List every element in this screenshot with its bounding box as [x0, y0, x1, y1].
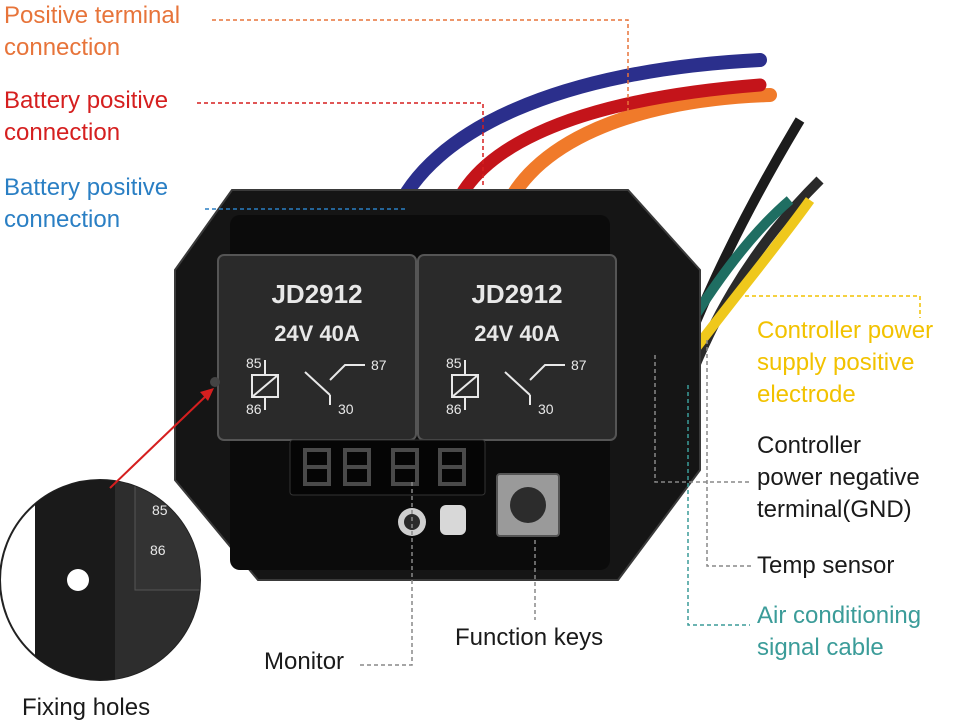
label-controller-power-positive: Controller power supply positive electro… [757, 317, 934, 408]
relay-2-pin-87: 87 [571, 357, 587, 373]
housing-fixing-hole [210, 377, 220, 387]
label-function-keys: Function keys [455, 624, 604, 651]
leader-monitor [358, 482, 413, 666]
capacitors [398, 505, 466, 536]
leader-temp-sensor [706, 340, 752, 567]
inset-pin-85: 85 [152, 502, 168, 518]
relay-1-pin-30: 30 [338, 401, 354, 417]
display-digits [303, 448, 466, 486]
relay-1-pin-85: 85 [246, 355, 262, 371]
relay-2-schematic-icon [451, 360, 565, 410]
leader-air-conditioning [687, 385, 750, 626]
leader-battery-red [197, 102, 484, 185]
relay-1-pin-87: 87 [371, 357, 387, 373]
relay-2-rating: 24V 40A [474, 321, 560, 346]
inset-pin-86: 86 [150, 542, 166, 558]
relay-1-model: JD2912 [271, 279, 362, 309]
relay-2-model: JD2912 [471, 279, 562, 309]
relay-1: JD2912 24V 40A 85 86 87 30 [217, 254, 417, 441]
relay-2: JD2912 24V 40A 85 86 87 30 [417, 254, 617, 441]
blue-wire [388, 53, 767, 222]
label-positive-terminal: Positive terminal connection [4, 2, 181, 61]
seven-segment-display [289, 439, 486, 496]
label-battery-positive-red: Battery positive connection [4, 87, 169, 146]
relay-1-rating: 24V 40A [274, 321, 360, 346]
leader-positive-terminal [212, 19, 629, 112]
function-key [496, 473, 560, 537]
label-air-conditioning: Air conditioning signal cable [757, 602, 922, 661]
relay-1-schematic-icon [251, 360, 365, 410]
fixing-holes-inset: 85 86 [0, 479, 201, 681]
label-monitor: Monitor [264, 648, 345, 675]
leader-controller-gnd [654, 355, 750, 483]
label-battery-positive-blue: Battery positive connection [4, 174, 169, 233]
leader-controller-positive [745, 295, 921, 318]
label-controller-power-negative: Controller power negative terminal(GND) [757, 432, 920, 523]
relay-1-pin-86: 86 [246, 401, 262, 417]
relay-2-pin-85: 85 [446, 355, 462, 371]
relay-2-pin-30: 30 [538, 401, 554, 417]
label-temp-sensor: Temp sensor [757, 552, 895, 579]
relay-2-pin-86: 86 [446, 401, 462, 417]
red-pointer-arrow [109, 388, 214, 489]
label-fixing-holes: Fixing holes [22, 694, 151, 721]
leader-lines [197, 19, 921, 666]
inset-fixing-hole [67, 569, 89, 591]
